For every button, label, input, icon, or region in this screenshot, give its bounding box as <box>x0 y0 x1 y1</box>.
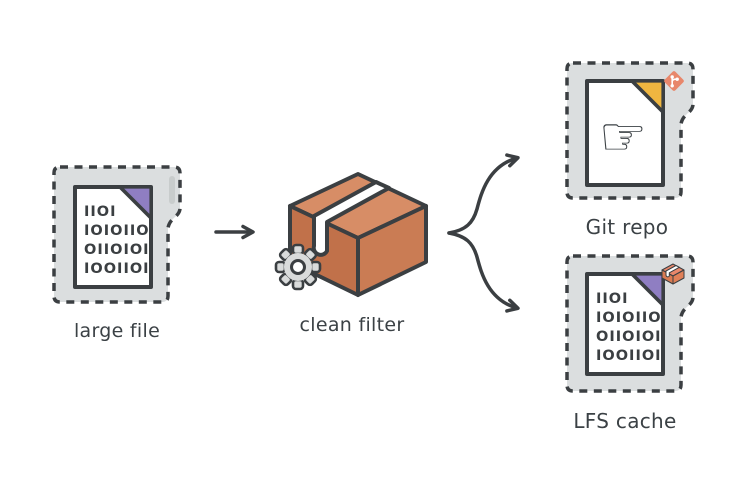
binary-text: IIOI IOIOIIO OIIOIOI IOOIIOI <box>596 290 662 366</box>
package-icon <box>283 170 433 302</box>
gear-icon <box>272 241 324 293</box>
binary-file-icon <box>71 183 155 291</box>
binary-line: OIIOIOI <box>84 242 150 258</box>
git-branch-badge-icon <box>662 69 686 93</box>
large-file-label: large file <box>73 320 161 342</box>
lfs-cache-label: LFS cache <box>573 409 677 433</box>
binary-line: IOIOIIO <box>84 223 150 239</box>
decorative-bar <box>169 176 175 204</box>
package-strap <box>311 180 391 257</box>
pointing-hand-icon: ☞ <box>598 105 648 168</box>
binary-line: OIIOIOI <box>596 329 662 345</box>
package-badge-icon <box>659 262 687 288</box>
binary-line: IOIOIIO <box>596 310 662 326</box>
arrow-to-lfs-cache <box>447 231 520 313</box>
binary-file-icon <box>583 270 667 378</box>
arrow-to-git-repo <box>447 153 520 235</box>
binary-text: IIOI IOIOIIO OIIOIOI IOOIIOI <box>84 203 150 279</box>
binary-line: IIOI <box>596 291 629 307</box>
pointing-hand-file-icon <box>583 77 667 189</box>
binary-line: IOOIIOI <box>596 348 662 364</box>
binary-line: IOOIIOI <box>84 261 150 277</box>
git-repo-label: Git repo <box>585 215 669 239</box>
binary-line: IIOI <box>84 204 117 220</box>
clean-filter-label: clean filter <box>299 314 405 336</box>
